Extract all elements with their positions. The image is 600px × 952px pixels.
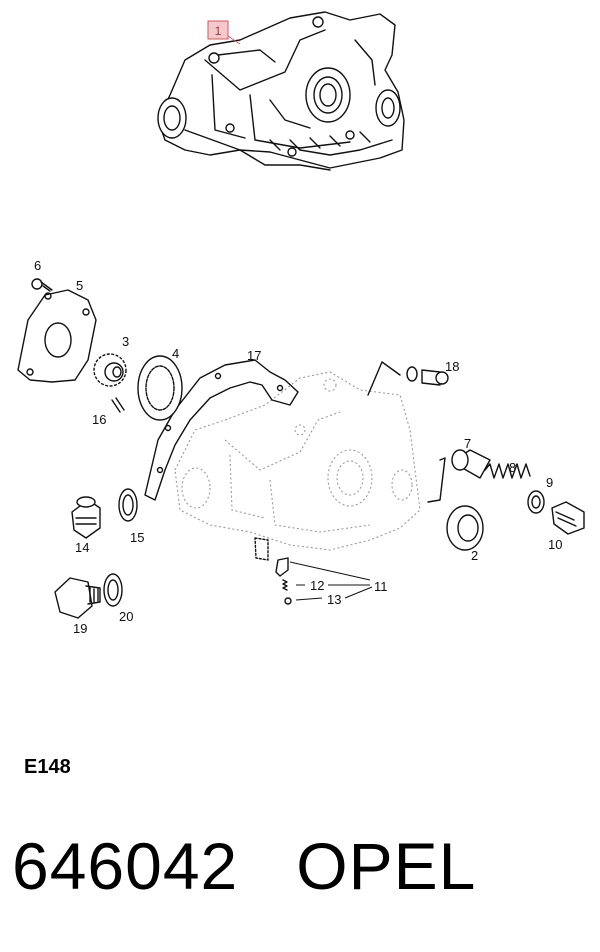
diagram-code: E148 <box>24 756 71 778</box>
leader-lines <box>289 561 373 601</box>
callout-5: 5 <box>76 278 83 293</box>
callout-8: 8 <box>509 460 516 475</box>
callout-14: 14 <box>75 540 89 555</box>
oil-seal-part <box>446 505 484 551</box>
screw-plug-part <box>551 501 585 535</box>
callout-16: 16 <box>92 412 106 427</box>
bracket-line <box>427 457 446 503</box>
callout-4: 4 <box>172 346 179 361</box>
callout-12: 12 <box>310 578 324 593</box>
cover-plate-part <box>17 289 97 383</box>
callout-11: 11 <box>374 579 388 594</box>
callout-18: 18 <box>445 359 459 374</box>
part-number-line: 646042 OPEL <box>12 828 534 904</box>
callout-3: 3 <box>122 334 129 349</box>
highlighted-callout-1[interactable]: 1 <box>207 20 241 45</box>
bracket-bolt-part <box>367 361 449 396</box>
valve-pin-spring-ball-parts <box>254 537 292 605</box>
callout-13: 13 <box>327 592 341 607</box>
brand-name: OPEL <box>296 829 477 903</box>
callout-10: 10 <box>548 537 562 552</box>
relief-valve-plunger-part <box>451 449 491 479</box>
large-plug-part <box>54 577 101 619</box>
plug-washer-part <box>118 488 138 522</box>
callout-9: 9 <box>546 475 553 490</box>
callout-7: 7 <box>464 436 471 451</box>
ghosted-pump-housing <box>174 371 421 551</box>
callout-2: 2 <box>471 548 478 563</box>
cover-bolt-part <box>31 278 53 292</box>
ring-gear-part <box>137 355 183 421</box>
part-number: 646042 <box>12 829 239 903</box>
relief-valve-spring-part <box>484 463 531 479</box>
callout-19: 19 <box>73 621 87 636</box>
large-washer-part <box>103 573 123 607</box>
pin-part <box>111 397 125 413</box>
svg-text:1: 1 <box>215 24 222 38</box>
callout-labels: 2 3 4 5 6 7 8 9 10 11 12 13 14 15 16 17 … <box>34 258 562 636</box>
sealing-washer-part <box>527 490 545 514</box>
assembled-oil-pump-illustration <box>157 11 405 171</box>
gasket-part <box>144 359 299 501</box>
callout-20: 20 <box>119 609 133 624</box>
drive-gear-part <box>93 353 127 387</box>
callout-15: 15 <box>130 530 144 545</box>
callout-17: 17 <box>247 348 261 363</box>
drain-plug-part <box>71 496 101 539</box>
callout-6: 6 <box>34 258 41 273</box>
